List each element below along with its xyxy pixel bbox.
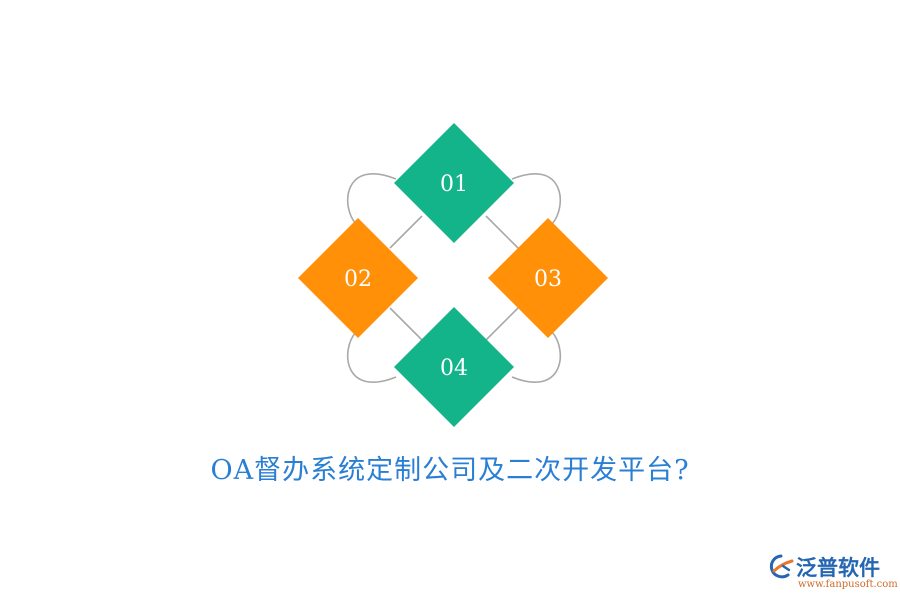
diamond-01-shape: [394, 123, 514, 243]
diamond-02-label: 02: [344, 267, 372, 292]
page-title: OA督办系统定制公司及二次开发平台?: [210, 455, 690, 486]
diamond-04: 04: [394, 307, 514, 427]
connector-loop-top-left: [346, 172, 397, 225]
connector-loop-top-right: [511, 172, 562, 225]
fanpu-logo-icon: [769, 554, 794, 579]
brand-name: 泛普软件: [796, 556, 880, 580]
brand-url: www.fanpusoft.com: [798, 579, 898, 590]
diamond-01: 01: [394, 123, 514, 243]
diamond-04-label: 04: [440, 356, 468, 381]
connector-loop-bottom-left: [346, 331, 397, 384]
connector-inner-bottom-right: [485, 307, 519, 341]
connector-loop-bottom-right: [511, 331, 562, 384]
connector-lines: [346, 172, 562, 384]
connector-inner-bottom-left: [389, 307, 423, 341]
diamond-03-label: 03: [534, 267, 562, 292]
diamond-04-shape: [394, 307, 514, 427]
connector-inner-top-right: [485, 215, 519, 249]
diamond-01-label: 01: [440, 172, 468, 197]
diamond-03-shape: [488, 218, 608, 338]
diamond-03: 03: [488, 218, 608, 338]
brand-logo: 泛普软件 www.fanpusoft.com: [768, 551, 898, 597]
diamond-02: 02: [298, 218, 418, 338]
diamond-02-shape: [298, 218, 418, 338]
connector-inner-top-left: [389, 215, 423, 249]
